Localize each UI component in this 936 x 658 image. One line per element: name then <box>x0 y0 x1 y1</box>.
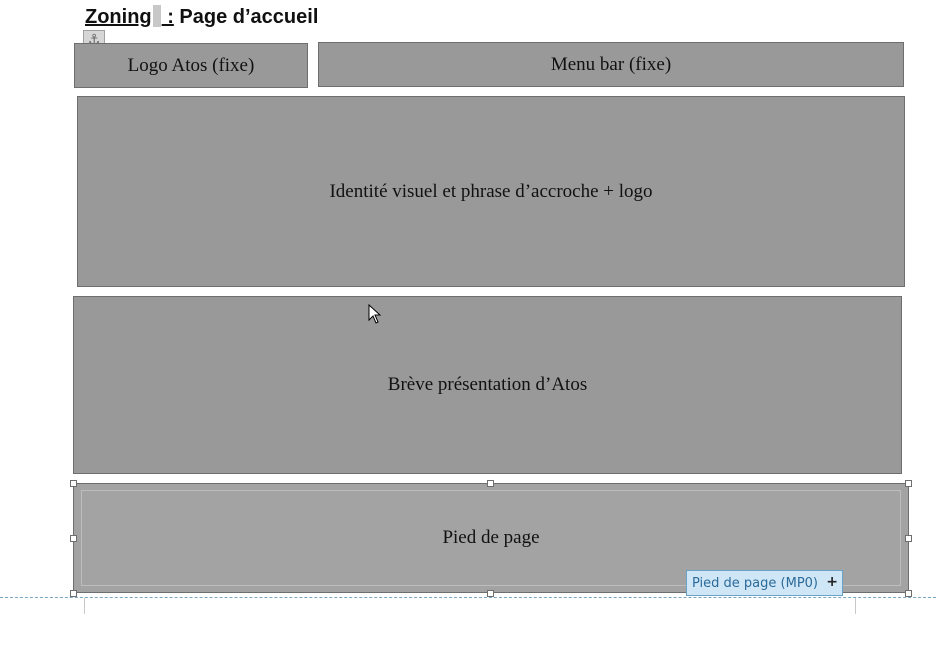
presentation-zone-label: Brève présentation d’Atos <box>387 374 588 395</box>
footer-inner-frame: Pied de page <box>81 490 901 586</box>
presentation-zone[interactable]: Brève présentation d’Atos <box>73 296 902 474</box>
logo-zone-label: Logo Atos (fixe) <box>127 54 255 76</box>
logo-zone[interactable]: Logo Atos (fixe) <box>74 43 308 88</box>
text-cursor <box>152 5 161 27</box>
resize-handle-top-right[interactable] <box>905 480 912 487</box>
footer-label: Pied de page <box>442 527 540 548</box>
footer-style-tag-label: Pied de page (MP0) <box>692 575 819 591</box>
page-heading: Zoning : Page d’accueil <box>85 4 318 30</box>
heading-zoning: Zoning <box>85 6 152 28</box>
identity-zone-label: Identité visuel et phrase d’accroche + l… <box>329 180 653 202</box>
footer-zone[interactable]: Pied de page <box>73 483 909 593</box>
resize-handle-bottom-center[interactable] <box>487 590 494 597</box>
footer-style-tag[interactable]: Pied de page (MP0) + <box>686 570 843 596</box>
heading-title: Page d’accueil <box>173 6 319 28</box>
resize-handle-top-center[interactable] <box>487 480 494 487</box>
page-boundary-line <box>0 597 936 598</box>
identity-zone[interactable]: Identité visuel et phrase d’accroche + l… <box>77 96 905 287</box>
resize-handle-middle-left[interactable] <box>70 535 77 542</box>
mouse-pointer-icon <box>368 304 382 324</box>
margin-marker-left <box>84 598 85 614</box>
resize-handle-top-left[interactable] <box>70 480 77 487</box>
plus-icon[interactable]: + <box>826 574 838 590</box>
margin-marker-right <box>855 598 856 614</box>
heading-colon: : <box>161 6 174 28</box>
resize-handle-bottom-left[interactable] <box>70 590 77 597</box>
resize-handle-bottom-right[interactable] <box>905 590 912 597</box>
resize-handle-middle-right[interactable] <box>905 535 912 542</box>
menu-bar-zone[interactable]: Menu bar (fixe) <box>318 42 904 87</box>
menu-bar-zone-label: Menu bar (fixe) <box>550 53 672 75</box>
